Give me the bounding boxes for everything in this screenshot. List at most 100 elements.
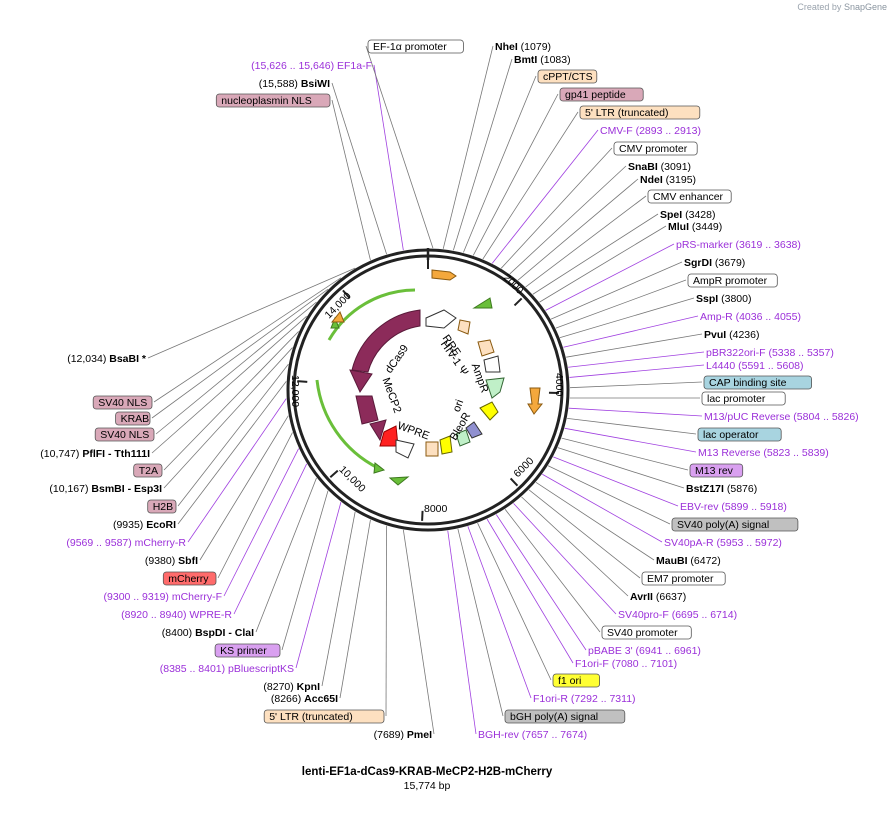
annotation-pvui: PvuI (4236) — [704, 329, 759, 341]
annotation-bsiwi: (15,588) BsiWI — [259, 78, 330, 90]
enzyme-position: (9935) — [113, 519, 146, 531]
tick-labels: 2000 4000 6000 8000 10,000 12,000 14,000 — [289, 272, 565, 515]
primer-position: (2893 .. 2913) — [633, 125, 701, 137]
leader-line — [472, 93, 559, 256]
enzyme-position: (12,034) — [67, 353, 109, 365]
leader-line — [385, 525, 387, 717]
enzyme-position: (7689) — [374, 729, 407, 741]
enzyme-site: MauBI (6472) — [656, 555, 721, 567]
feature-box — [94, 427, 155, 442]
primer-site: CMV-F (2893 .. 2913) — [600, 125, 701, 137]
enzyme-name: MluI — [668, 221, 689, 233]
enzyme-position: (6637) — [653, 591, 686, 603]
leader-line — [525, 195, 647, 288]
feature-box — [215, 93, 331, 108]
annotation-ef-1-promoter: EF-1α promoter — [367, 39, 464, 54]
leader-line — [321, 511, 356, 687]
tick-label-12000: 12,000 — [289, 375, 301, 407]
feature-box — [703, 375, 812, 390]
feature-name: SV40 NLS — [100, 429, 149, 441]
enzyme-site: (8400) BspDI - ClaI — [162, 627, 254, 639]
feature-box — [537, 69, 598, 84]
annotation-nhei: NheI (1079) — [495, 41, 551, 53]
annotation-ks-primer: KS primer — [214, 643, 281, 658]
enzyme-name: KpnI — [297, 681, 320, 693]
enzyme-site: NheI (1079) — [495, 41, 551, 53]
feature-name: lac operator — [703, 429, 759, 441]
annotation-f1-ori: f1 ori — [552, 673, 600, 688]
enzyme-name: EcoRI — [146, 519, 176, 531]
orange-arrow — [527, 387, 544, 415]
plasmid-name: lenti-EF1a-dCas9-KRAB-MeCP2-H2B-mCherry — [301, 766, 553, 778]
primer-name: SV40pro-F — [618, 609, 669, 621]
tick-mark — [342, 289, 351, 299]
leader-line — [223, 448, 299, 597]
annotation-5-ltr-truncated: 5' LTR (truncated) — [579, 105, 701, 120]
leader-line — [568, 407, 703, 417]
cmv-feature — [483, 355, 501, 373]
enzyme-name: SspI — [696, 293, 718, 305]
feature-name: lac promoter — [707, 393, 766, 405]
tick-mark — [513, 297, 523, 307]
feature-box — [92, 395, 153, 410]
enzyme-name: MauBI — [656, 555, 688, 567]
feature-box — [579, 105, 701, 120]
primer-site: pBABE 3' (6941 .. 6961) — [588, 645, 701, 657]
enzyme-name: SgrDI — [684, 257, 712, 269]
primer-site: EBV-rev (5899 .. 5918) — [680, 501, 787, 513]
primer-position: (7292 .. 7311) — [568, 693, 636, 705]
plasmid-size: 15,774 bp — [403, 780, 451, 792]
dcas9-arrowhead — [349, 369, 373, 394]
primer-site: BGH-rev (7657 .. 7674) — [478, 729, 587, 741]
feature-name: cPPT/CTS — [543, 71, 593, 83]
leader-line — [452, 58, 513, 251]
annotation-sv40pa-r: SV40pA-R (5953 .. 5972) — [664, 537, 782, 549]
annotation-prs-marker: pRS-marker (3619 .. 3638) — [676, 239, 801, 251]
annotation-em7-promoter: EM7 promoter — [641, 571, 726, 586]
enzyme-site: (9935) EcoRI — [113, 519, 176, 531]
annotation-l4440: L4440 (5591 .. 5608) — [706, 360, 804, 372]
primer-name: F1ori-R — [533, 693, 568, 705]
primer-name: CMV-F — [600, 125, 633, 137]
outer-green-arc-1 — [327, 288, 416, 341]
leader-line — [550, 261, 683, 320]
primer-site: (8385 .. 8401) pBluescriptKS — [160, 663, 294, 675]
enzyme-name: PmeI — [407, 729, 432, 741]
annotation-cmv-f: CMV-F (2893 .. 2913) — [600, 125, 701, 137]
primer-name: EBV-rev — [680, 501, 719, 513]
feature-box — [689, 463, 744, 478]
leader-lines — [147, 45, 705, 735]
primer-name: mCherry-R — [135, 537, 187, 549]
primer-position: (9300 .. 9319) — [104, 591, 172, 603]
feature-name: CMV promoter — [619, 143, 688, 155]
primer-site: F1ori-F (7080 .. 7101) — [575, 658, 677, 670]
annotation-sbfi: (9380) SbfI — [145, 555, 198, 567]
orange-arrow — [330, 311, 345, 323]
leader-line — [402, 529, 435, 735]
enzyme-position: (8266) — [271, 693, 304, 705]
leader-line — [467, 526, 532, 699]
annotation-bspdi-clai: (8400) BspDI - ClaI — [162, 627, 254, 639]
feature-box — [147, 499, 177, 514]
primer-position: (6941 .. 6961) — [633, 645, 701, 657]
leader-line — [199, 415, 289, 561]
leader-line — [495, 514, 587, 651]
leader-line — [539, 225, 667, 303]
feature-label-wpre: WPRE — [396, 420, 431, 443]
leader-line — [295, 502, 342, 669]
annotation-amp-r: Amp-R (4036 .. 4055) — [700, 311, 801, 323]
enzyme-position: (4236) — [726, 329, 759, 341]
annotation-ndei: NdeI (3195) — [640, 174, 696, 186]
primer-position: (4036 .. 4055) — [733, 311, 801, 323]
annotation-cppt-cts: cPPT/CTS — [537, 69, 598, 84]
ltr-small-feature — [425, 441, 439, 457]
enzyme-position: (15,588) — [259, 78, 301, 90]
leader-line — [509, 165, 627, 275]
leader-line — [442, 45, 494, 249]
leader-line — [521, 496, 629, 597]
feature-box — [162, 571, 217, 586]
annotation-lac-operator: lac operator — [697, 427, 782, 442]
feature-box — [671, 517, 799, 532]
feature-name: mCherry — [168, 573, 209, 585]
enzyme-position: (5876) — [724, 483, 757, 495]
